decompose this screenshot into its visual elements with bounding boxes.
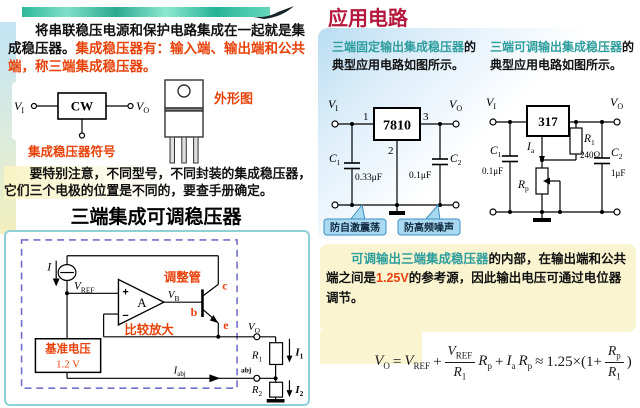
vo-label: VO bbox=[136, 99, 149, 115]
compare-amp-label: 比较放大 bbox=[124, 322, 174, 337]
fixed-teal-text: 三端固定输出集成稳压器 bbox=[332, 40, 465, 54]
approx-sign: ≈ bbox=[535, 353, 544, 370]
vb-label: VB bbox=[168, 289, 180, 303]
adjust-tube-label: 调整管 bbox=[164, 269, 201, 284]
adj-black-text: 的典型应用电路如图所示。 bbox=[490, 40, 635, 72]
collector-label: c bbox=[222, 278, 227, 292]
r1-value: 240Ω bbox=[580, 150, 601, 160]
output-voltage-formula: VO = VREF + VREF R1 Rp + Ia Rp ≈ 1.25×(1… bbox=[372, 336, 634, 388]
circuit-317: VI 317 VO Ia R1 240Ω Rp C1 0.1μF C2 1μF bbox=[482, 95, 625, 222]
internal-schematic: I VREF + − A VB 调整管 c b e 比较放大 基准电压 1.2 … bbox=[20, 239, 304, 403]
circuit-7810: VI 1 7810 3 VO 2 C1 0.33μF C2 0.1μF 防自激震… bbox=[323, 97, 462, 236]
vo-label: VO bbox=[248, 321, 261, 335]
i1-label: I1 bbox=[294, 347, 303, 361]
intro-red-text: 集成稳压器有：输入端、输出端和公共端，称三端集成稳压器。 bbox=[8, 41, 305, 75]
adjustable-regulator-text: 三端可调输出集成稳压器的典型应用电路如图所示。 bbox=[490, 38, 640, 74]
callout-left-text: 防自激震荡 bbox=[330, 221, 380, 234]
c2-value: 1μF bbox=[611, 168, 625, 178]
vi-label: VI bbox=[486, 95, 496, 111]
note-black-text1: 的内部，在输出端和公共端之间是 bbox=[326, 252, 627, 286]
vo-label: VO bbox=[449, 97, 462, 113]
callout-anti-oscillation: 防自激震荡 bbox=[323, 203, 387, 236]
r2-label: R2 bbox=[251, 384, 263, 398]
intro-black-text: 将串联稳压电源和保护电路集成在一起就是集成稳压器。 bbox=[8, 23, 305, 57]
wires bbox=[34, 255, 293, 403]
opamp-plus: + bbox=[122, 286, 128, 298]
cw-chip-label: CW bbox=[71, 99, 93, 114]
c2-label: C2 bbox=[611, 147, 623, 161]
formula-vo: VO bbox=[374, 353, 390, 371]
i2-label: I2 bbox=[294, 384, 303, 398]
iabj-label: Iabj bbox=[173, 365, 186, 377]
formula-factor: 1.25×(1+ bbox=[546, 353, 603, 370]
adj-teal-text: 三端可调输出集成稳压器 bbox=[490, 40, 623, 54]
pin1-label: 1 bbox=[363, 111, 369, 123]
r1-label: R1 bbox=[251, 350, 263, 364]
fraction-vref-r1: VREF R1 bbox=[444, 343, 476, 381]
plus-sign-2: + bbox=[494, 353, 504, 370]
current-label: I bbox=[46, 260, 52, 274]
rp-label: Rp bbox=[517, 179, 529, 193]
base-label: b bbox=[191, 305, 198, 319]
fixed-black-text: 的典型应用电路如图所示。 bbox=[332, 40, 477, 72]
pin2-label: 2 bbox=[388, 145, 394, 157]
opamp-minus: − bbox=[122, 310, 128, 322]
c1-value: 0.33μF bbox=[355, 173, 382, 183]
ia-label: Ia bbox=[526, 141, 535, 155]
top-decoration-bar bbox=[22, 7, 270, 17]
wires bbox=[30, 92, 134, 139]
plus-sign-1: + bbox=[433, 353, 442, 370]
vref-label: VREF bbox=[74, 280, 95, 294]
opamp-label: A bbox=[137, 296, 147, 310]
equals-sign: = bbox=[392, 353, 402, 370]
abj-terminal-label: abj bbox=[241, 365, 251, 374]
formula-rp1: Rp bbox=[478, 353, 492, 371]
c2-label: C2 bbox=[450, 153, 462, 167]
note-black-text2: 的参考源，因此输出电压可通过电位器调节。 bbox=[326, 271, 622, 305]
wires bbox=[331, 107, 460, 215]
formula-rp2: Rp bbox=[518, 353, 533, 371]
ref-box-line2: 1.2 V bbox=[56, 358, 80, 370]
regulator-symbol-panel: VI CW VO bbox=[12, 82, 152, 140]
package-body bbox=[164, 79, 204, 164]
page-title: 应用电路 bbox=[328, 8, 408, 30]
note-teal-text: 可调输出三端集成稳压器 bbox=[351, 252, 489, 266]
vi-label: VI bbox=[328, 97, 338, 113]
section-title: 三端集成可调稳压器 bbox=[70, 207, 242, 228]
internal-schematic-panel: I VREF + − A VB 调整管 c b e 比较放大 基准电压 1.2 … bbox=[4, 230, 310, 406]
note-panel-extension bbox=[320, 330, 422, 364]
fixed-regulator-text: 三端固定输出集成稳压器的典型应用电路如图所示。 bbox=[332, 38, 484, 74]
formula-ia: Ia bbox=[506, 353, 516, 371]
dashed-boundary bbox=[20, 239, 238, 389]
pin3-label: 3 bbox=[423, 111, 429, 123]
chip-7810-label: 7810 bbox=[383, 119, 411, 134]
c2-value: 0.1μF bbox=[409, 171, 431, 181]
symbol-caption: 集成稳压器符号 bbox=[28, 145, 116, 159]
outline-label: 外形图 bbox=[214, 91, 254, 106]
adjustable-note: 可调输出三端集成稳压器的内部，在输出端和公共端之间是1.25V的参考源，因此输出… bbox=[326, 250, 632, 308]
c1-label: C1 bbox=[490, 145, 502, 159]
callout-right-text: 防高频噪声 bbox=[404, 221, 454, 234]
regulator-symbol-schematic: VI CW VO bbox=[14, 92, 149, 139]
close-paren: ) bbox=[626, 353, 632, 370]
formula-vref: VREF bbox=[404, 353, 431, 371]
emitter-label: e bbox=[223, 318, 228, 332]
note-paragraph: 要特别注意，不同型号，不同封装的集成稳压器，它们三个电极的位置是不同的，要查手册… bbox=[4, 166, 312, 200]
vi-label: VI bbox=[14, 99, 24, 115]
note-panel bbox=[320, 244, 636, 332]
chip-317-label: 317 bbox=[538, 114, 558, 129]
vo-label: VO bbox=[610, 95, 623, 111]
swoosh-decoration bbox=[253, 6, 294, 19]
wires bbox=[489, 105, 621, 222]
note-red-value: 1.25V bbox=[376, 271, 409, 286]
callout-anti-noise: 防高频噪声 bbox=[397, 203, 461, 236]
ref-box-line1: 基准电压 bbox=[44, 342, 91, 356]
package-outline-drawing bbox=[164, 79, 204, 164]
r1-label: R1 bbox=[583, 133, 595, 147]
intro-paragraph: 将串联稳压电源和保护电路集成在一起就是集成稳压器。集成稳压器有：输入端、输出端和… bbox=[8, 22, 312, 77]
fraction-rp-r1: Rp R1 bbox=[605, 343, 624, 381]
c1-value: 0.1μF bbox=[482, 166, 503, 176]
c1-label: C1 bbox=[329, 153, 341, 167]
